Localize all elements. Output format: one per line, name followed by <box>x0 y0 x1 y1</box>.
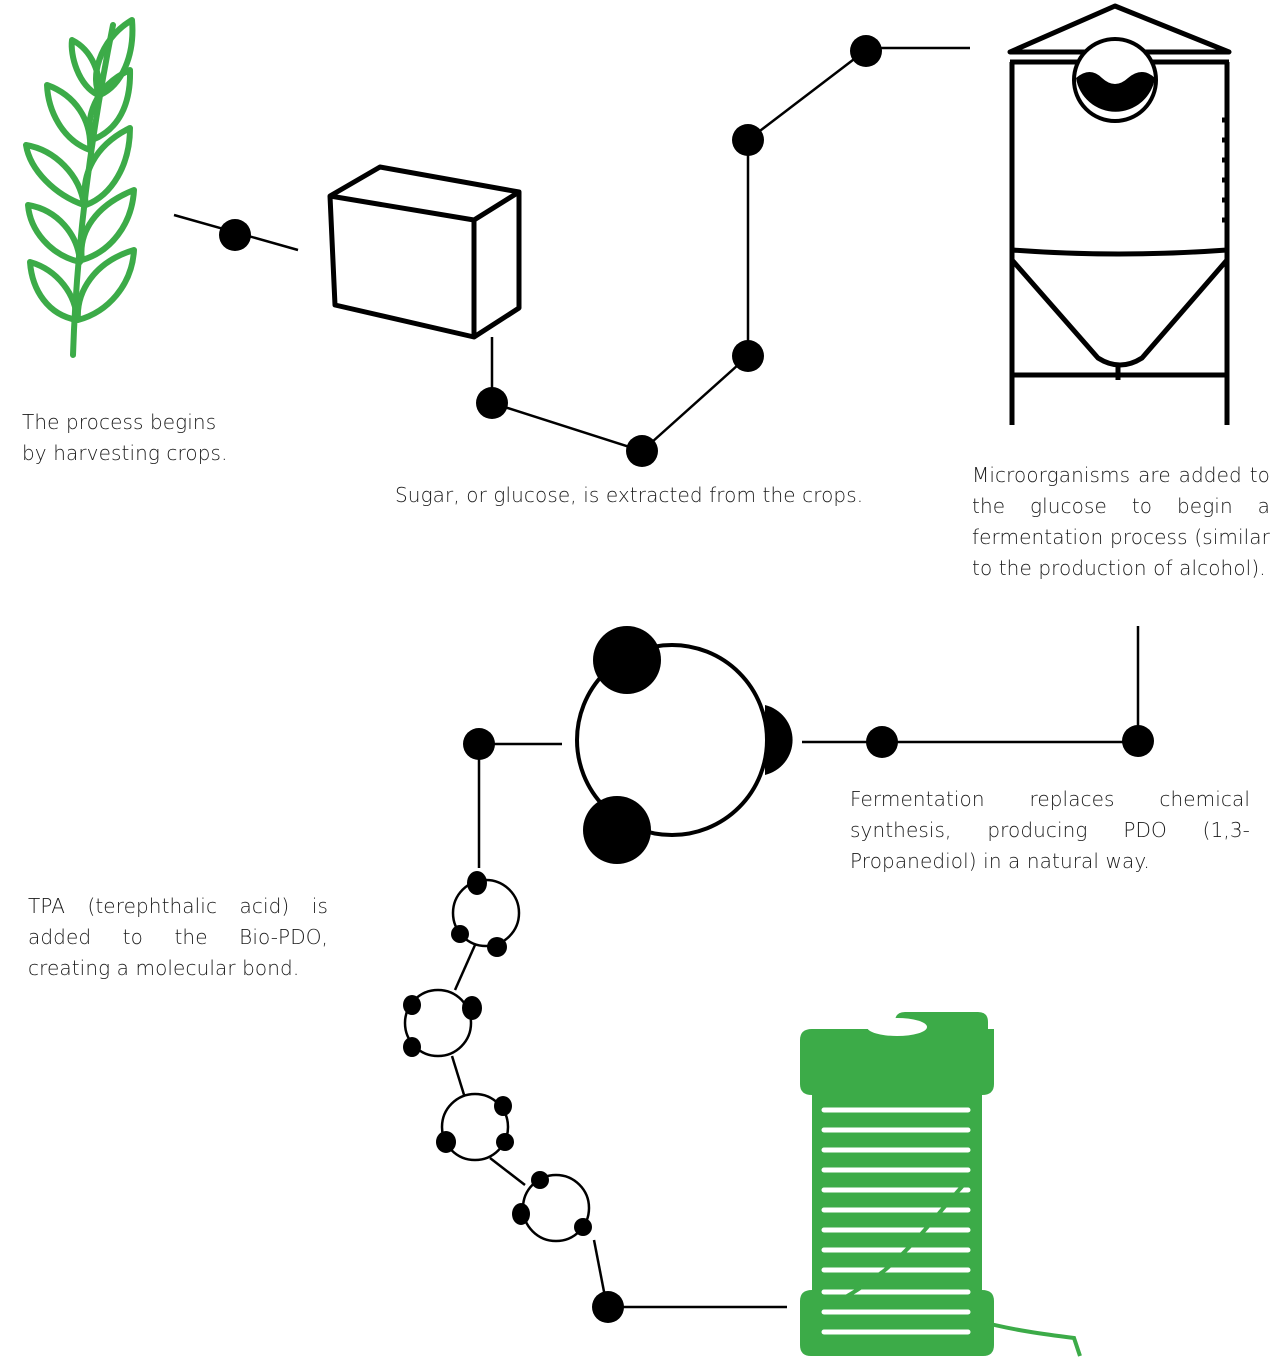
caption-fermentation: Microorganisms are added to the glucose … <box>972 463 1270 580</box>
tank-window-icon <box>1072 37 1158 123</box>
caption-sugar: Sugar, or glucose, is extracted from the… <box>395 483 864 507</box>
wheat-icon <box>23 17 137 358</box>
polymer-chain-icon <box>403 871 787 1323</box>
sugar-cube-icon <box>327 164 522 340</box>
pdo-molecule-icon <box>575 626 793 864</box>
caption-tpa: TPA (terephthalic acid) is added to the … <box>28 894 328 980</box>
caption-harvest: The process begins by harvesting crops. <box>22 410 228 465</box>
thread-spool-icon <box>800 1012 1082 1357</box>
caption-pdo: Fermentation replaces chemical synthesis… <box>850 787 1250 873</box>
